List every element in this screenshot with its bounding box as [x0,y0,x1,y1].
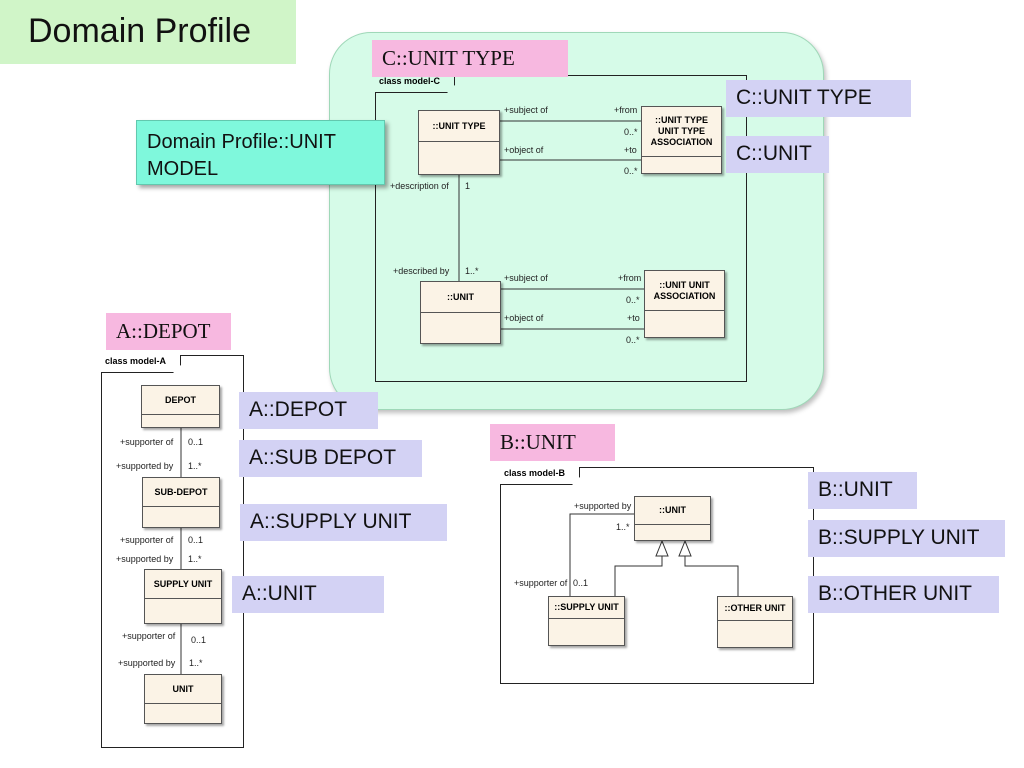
multiplicity-label: 1 [465,181,471,191]
generalization-arrow-b1 [655,539,669,557]
multiplicity-label: 1..* [188,461,202,471]
multiplicity-label: 0..* [624,166,638,176]
role-label: +object of [504,313,544,323]
multiplicity-label: 1..* [188,554,202,564]
label-c-unit: C::UNIT [726,136,829,173]
role-label: +supported by [118,658,176,668]
role-label: +supporter of [514,578,568,588]
role-label: +supporter of [120,437,174,447]
class-other-unit[interactable]: ::OTHER UNIT [717,596,793,648]
label-a-depot: A::DEPOT [239,392,378,429]
role-label: +supported by [116,461,174,471]
role-label: +from [614,105,638,115]
multiplicity-label: 0..* [626,335,640,345]
class-name: UNIT [145,675,221,704]
header-a-depot: A::DEPOT [106,313,231,350]
multiplicity-label: 1..* [189,658,203,668]
role-label: +description of [390,181,449,191]
frame-tab-c: class model-C [375,75,455,93]
label-c-unit-type: C::UNIT TYPE [726,80,911,117]
assoc-line-b1 [569,513,634,596]
frame-tab-b: class model-B [500,467,580,485]
role-label: +subject of [504,273,548,283]
class-unit-type-unit-type-association[interactable]: ::UNIT TYPE UNIT TYPE ASSOCIATION [641,106,722,174]
class-name: ::UNIT TYPE UNIT TYPE ASSOCIATION [642,107,721,157]
label-b-supply-unit: B::SUPPLY UNIT [808,520,1005,557]
class-unit-unit-association[interactable]: ::UNIT UNIT ASSOCIATION [644,270,725,338]
frame-tab-a: class model-A [101,355,181,373]
role-label: +subject of [504,105,548,115]
class-supply-unit[interactable]: ::SUPPLY UNIT [548,596,625,646]
generalization-line-b2 [684,556,739,596]
class-name: DEPOT [142,386,219,415]
class-name: ::UNIT UNIT ASSOCIATION [645,271,724,311]
label-a-sub-depot: A::SUB DEPOT [239,440,422,477]
header-b-unit: B::UNIT [490,424,615,461]
page-title: Domain Profile [28,12,251,50]
class-unit[interactable]: ::UNIT [420,281,501,344]
class-name: ::UNIT [635,497,710,525]
multiplicity-label: 0..1 [191,635,207,645]
class-supply-unit[interactable]: SUPPLY UNIT [144,569,222,624]
label-b-other-unit: B::OTHER UNIT [808,576,999,613]
class-name: ::UNIT [421,282,500,313]
unit-model-note: Domain Profile::UNIT MODEL [136,120,385,185]
class-unit[interactable]: ::UNIT [634,496,711,541]
role-label: +described by [393,266,450,276]
multiplicity-label: 0..1 [188,535,204,545]
class-name: SUB-DEPOT [143,478,219,507]
role-label: +to [627,313,640,323]
header-c-unit-type: C::UNIT TYPE [372,40,568,77]
role-label: +object of [504,145,544,155]
role-label: +supported by [116,554,174,564]
role-label: +to [624,145,637,155]
multiplicity-label: 1..* [616,522,630,532]
generalization-line-b1 [614,556,663,596]
multiplicity-label: 0..1 [188,437,204,447]
multiplicity-label: 1..* [465,266,479,276]
class-sub-depot[interactable]: SUB-DEPOT [142,477,220,528]
role-label: +supporter of [122,631,176,641]
class-model-c-frame: class model-C [375,75,747,382]
class-name: ::UNIT TYPE [419,111,499,142]
label-b-unit: B::UNIT [808,472,917,509]
multiplicity-label: 0..1 [573,578,589,588]
multiplicity-label: 0..* [624,127,638,137]
multiplicity-label: 0..* [626,295,640,305]
class-name: ::OTHER UNIT [718,597,792,621]
class-name: ::SUPPLY UNIT [549,597,624,619]
label-a-supply-unit: A::SUPPLY UNIT [240,504,447,541]
role-label: +supporter of [120,535,174,545]
label-a-unit: A::UNIT [232,576,384,613]
role-label: +supported by [574,501,632,511]
class-unit-type[interactable]: ::UNIT TYPE [418,110,500,175]
class-name: SUPPLY UNIT [145,570,221,599]
class-depot[interactable]: DEPOT [141,385,220,428]
class-unit[interactable]: UNIT [144,674,222,724]
role-label: +from [618,273,642,283]
generalization-arrow-b2 [678,539,692,557]
title-banner: Domain Profile [0,0,296,64]
